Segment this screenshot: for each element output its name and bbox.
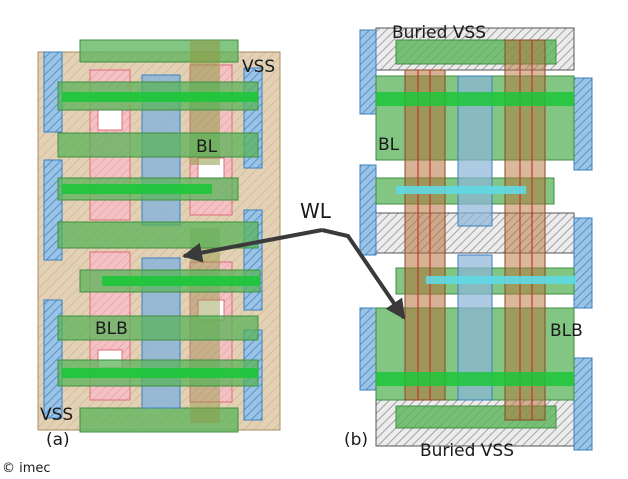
caption-a: (a) (46, 430, 70, 450)
panel-b-layout: Buried VSS BL BLB Buried VSS (b) (344, 23, 593, 461)
label-bl-a: BL (196, 137, 218, 157)
side-col-right-2-b (573, 217, 593, 309)
wl-arrow-to-b (321, 228, 406, 320)
cyan-rail-1-b (396, 186, 526, 194)
side-col-left-2-b (359, 164, 377, 256)
label-vss-top-a: VSS (242, 57, 275, 77)
label-bl-b: BL (378, 135, 400, 155)
label-wl: WL (300, 199, 332, 223)
copyright-text: © imec (2, 461, 51, 476)
label-blb-b: BLB (550, 321, 583, 341)
metal-line-2-a (62, 184, 212, 194)
side-col-right-3-b (573, 357, 593, 451)
metal-line-4-a (62, 368, 258, 378)
metal-rail-2-b (376, 372, 574, 386)
panel-a-layout: VSS BL BLB VSS (a) (37, 39, 281, 450)
caption-b: (b) (344, 430, 368, 450)
side-col-left-1-b (359, 29, 377, 115)
label-blb-a: BLB (95, 319, 128, 339)
active-band-6-a (57, 315, 259, 341)
metal-line-3-a (102, 276, 260, 286)
active-band-2-a (57, 132, 259, 158)
active-band-4-a (57, 221, 259, 249)
side-col-left-3-b (359, 307, 377, 391)
wl-annotation: WL (182, 199, 406, 320)
side-col-right-1-b (573, 77, 593, 171)
metal-rail-1-b (376, 92, 574, 106)
wl-arrow-to-a (182, 228, 323, 263)
poly-gap-1-a (97, 109, 123, 131)
label-buried-vss-top: Buried VSS (392, 23, 486, 43)
label-vss-bottom-a: VSS (40, 405, 73, 425)
fin-col-1-b (404, 69, 446, 401)
label-buried-vss-bottom: Buried VSS (420, 441, 514, 461)
cyan-rail-2-b (426, 276, 576, 284)
metal-line-1-a (62, 92, 258, 102)
